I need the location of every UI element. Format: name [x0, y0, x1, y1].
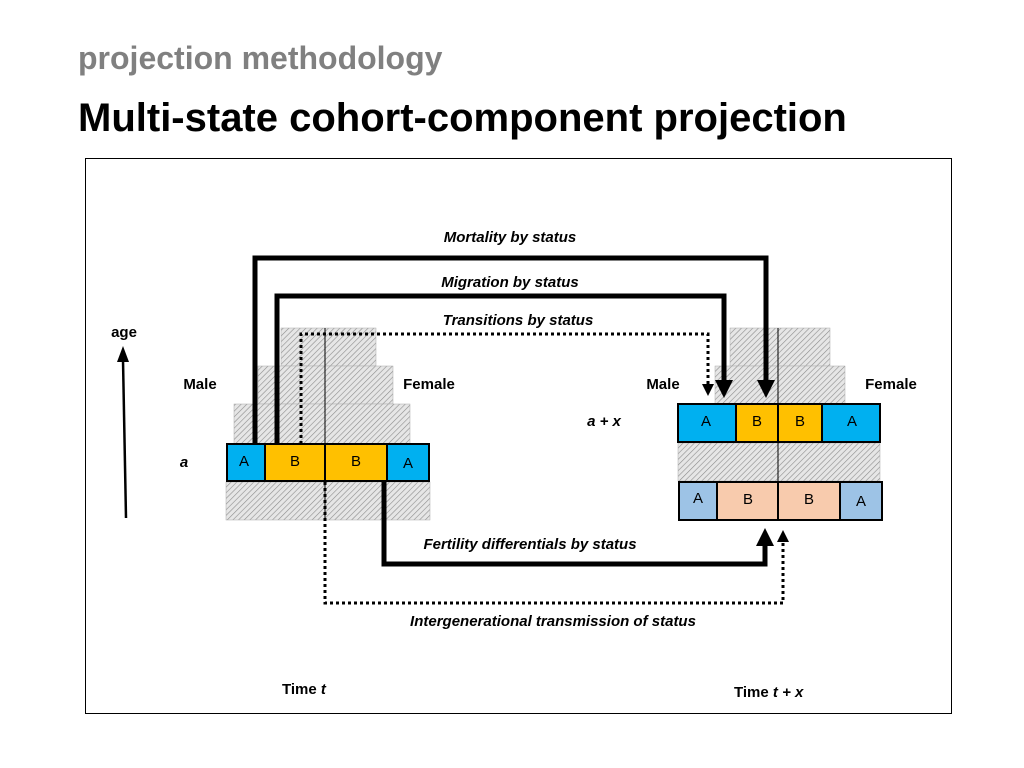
fertility-arrowhead [756, 528, 774, 546]
age-axis-arrowhead [117, 346, 129, 362]
intergenerational-arrow [323, 482, 785, 605]
right-population-pyramid [677, 327, 881, 520]
right-male-label: Male [646, 376, 679, 393]
status-box-b [777, 403, 823, 443]
pyramid-bar [714, 365, 846, 405]
status-box-label: A [701, 413, 711, 430]
right-age-label: a + x [587, 413, 621, 430]
left-age-label: a [180, 454, 188, 471]
status-box-label: B [804, 491, 814, 508]
diagram-frame [85, 158, 952, 714]
migration-arrowhead [715, 380, 733, 398]
status-box-label: B [795, 413, 805, 430]
mortality-arrowhead [757, 380, 775, 398]
left-time-label: Time t [282, 681, 327, 698]
status-box-label: B [752, 413, 762, 430]
left-male-label: Male [183, 376, 216, 393]
status-box-label: B [290, 453, 300, 470]
right-newborn-boxes: A B B A [678, 481, 883, 521]
right-female-label: Female [865, 376, 917, 393]
newborn-box-b [777, 481, 841, 521]
mortality-label: Mortality by status [444, 229, 577, 246]
left-female-label: Female [403, 376, 455, 393]
age-axis-label: age [111, 324, 137, 341]
transitions-arrow [299, 332, 710, 444]
status-box-a [677, 403, 737, 443]
status-box-label: A [856, 493, 866, 510]
status-box-label: B [743, 491, 753, 508]
right-upper-status-boxes: A B B A [677, 403, 881, 443]
status-box-a [386, 443, 430, 482]
pyramid-bar [225, 481, 431, 521]
mortality-arrow [252, 255, 769, 444]
intergenerational-arrowhead [777, 530, 789, 542]
left-population-pyramid [225, 327, 431, 521]
status-box-label: B [351, 453, 361, 470]
slide-title: Multi-state cohort-component projection [78, 96, 847, 140]
migration-label: Migration by status [441, 274, 579, 291]
status-box-a [821, 403, 881, 443]
status-box-label: A [239, 453, 249, 470]
age-axis-arrow [121, 359, 128, 519]
left-status-boxes: A B B A [226, 443, 430, 482]
section-subtitle: projection methodology [78, 40, 443, 76]
newborn-box-a [839, 481, 883, 521]
transitions-arrowhead [702, 384, 714, 396]
pyramid-bar [677, 442, 881, 482]
intergenerational-label: Intergenerational transmission of status [410, 613, 696, 630]
fertility-label: Fertility differentials by status [423, 536, 636, 553]
right-time-label: Time t + x [734, 684, 804, 701]
fertility-arrow [381, 482, 768, 567]
status-box-label: A [403, 455, 413, 472]
pyramid-bar [233, 403, 411, 445]
migration-arrow [274, 293, 727, 444]
transitions-label: Transitions by status [443, 312, 594, 329]
status-box-label: A [693, 490, 703, 507]
flow-arrows [117, 255, 789, 605]
pyramid-bar [729, 327, 831, 367]
newborn-box-b [716, 481, 779, 521]
status-box-label: A [847, 413, 857, 430]
status-box-a [226, 443, 266, 482]
